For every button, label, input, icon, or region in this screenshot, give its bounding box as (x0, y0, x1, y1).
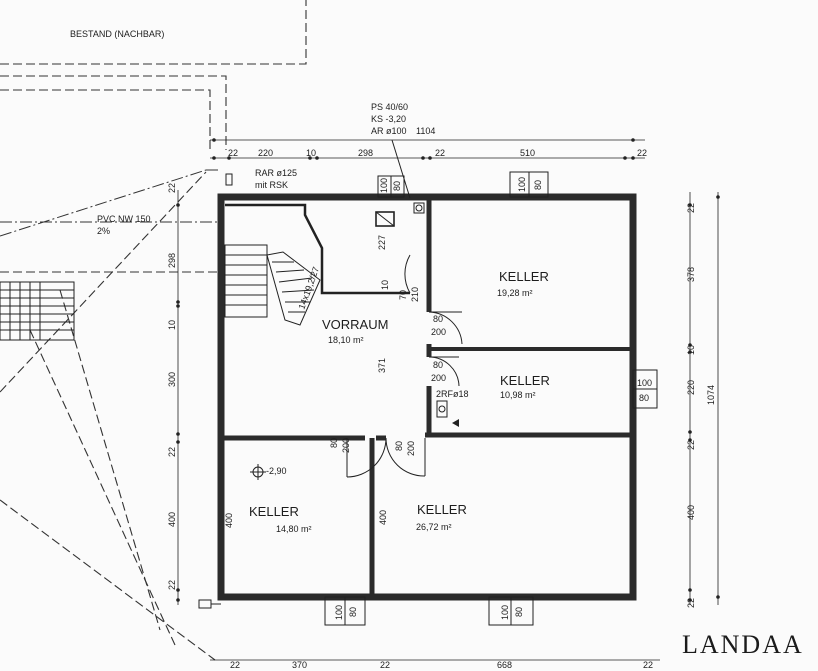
pvc-slope-note: 2% (97, 226, 110, 236)
dim-inner-door3-w: 80 (329, 438, 339, 448)
dim-top-6: 510 (520, 148, 535, 158)
dim-inner-door4-w: 80 (394, 441, 404, 451)
rf-symbol (436, 400, 459, 427)
dim-bottom-1: 22 (230, 660, 240, 670)
dim-bottom-3: 22 (380, 660, 390, 670)
level-note: -2,90 (266, 466, 287, 476)
dim-left-3: 10 (167, 320, 177, 330)
ps-leader (391, 139, 411, 199)
shaft (375, 202, 425, 227)
dim-top-5: 22 (435, 148, 445, 158)
window-5-h: 80 (514, 607, 524, 617)
room-area-keller-2: 10,98 m² (500, 390, 536, 400)
dim-bottom-2: 370 (292, 660, 307, 670)
dim-top-7: 22 (637, 148, 647, 158)
room-area-vorraum: 18,10 m² (328, 335, 364, 345)
window-1-w: 100 (379, 178, 389, 193)
dim-top-3: 10 (306, 148, 316, 158)
neighbor-boundary (0, 0, 307, 661)
room-name-keller-2: KELLER (500, 373, 550, 388)
window-5-w: 100 (500, 605, 510, 620)
window-3-h: 80 (639, 393, 649, 403)
drain-symbol (198, 599, 212, 609)
dim-inner-70: 70 (398, 290, 408, 300)
dim-bottom-4: 668 (497, 660, 512, 670)
dimension-ticks (176, 138, 720, 602)
ps-note: PS 40/60 (371, 102, 408, 112)
dim-inner-door2-h: 200 (431, 373, 446, 383)
room-name-keller-3: KELLER (249, 504, 299, 519)
neighbor-label: BESTAND (NACHBAR) (70, 29, 164, 39)
room-area-keller-4: 26,72 m² (416, 522, 452, 532)
window-2-h: 80 (533, 180, 543, 190)
dim-inner-400-left: 400 (224, 513, 234, 528)
internal-stair (224, 244, 321, 326)
dim-inner-210: 210 (410, 287, 420, 302)
dim-inner-door1-w: 80 (433, 314, 443, 324)
dim-right-4: 220 (686, 380, 696, 395)
dim-bottom-5: 22 (643, 660, 653, 670)
room-name-keller-4: KELLER (417, 502, 467, 517)
doors (346, 254, 463, 478)
dim-left-2: 298 (167, 253, 177, 268)
brand-logo: LANDAA (682, 630, 804, 659)
dim-left-1: 22 (167, 183, 177, 193)
dim-top-1: 22 (228, 148, 238, 158)
dim-inner-371: 371 (377, 358, 387, 373)
stair-note: 14x19,2/27 (296, 265, 321, 310)
dim-right-5: 22 (686, 440, 696, 450)
ar-note: AR ø100 (371, 126, 407, 136)
dim-right-3: 10 (686, 345, 696, 355)
dim-left-4: 300 (167, 372, 177, 387)
dim-inner-door1-h: 200 (431, 327, 446, 337)
window-4-w: 100 (334, 605, 344, 620)
dim-top-2: 220 (258, 148, 273, 158)
outside-stair (0, 281, 75, 341)
dim-left-7: 22 (167, 580, 177, 590)
dim-right-2: 378 (686, 267, 696, 282)
dim-inner-10: 10 (380, 280, 390, 290)
pvc-note: PVC NW 150 (97, 214, 151, 224)
rsk-note: mit RSK (255, 180, 288, 190)
level-marker (250, 464, 266, 480)
rar-note: RAR ø125 (255, 168, 297, 178)
dim-inner-door2-w: 80 (433, 360, 443, 370)
dim-inner-227: 227 (377, 235, 387, 250)
dim-right-7: 22 (686, 598, 696, 608)
dim-top-4: 298 (358, 148, 373, 158)
dim-right-1: 22 (686, 203, 696, 213)
rf-note: 2RFø18 (436, 389, 469, 399)
dimension-lines (177, 139, 719, 661)
dim-right-6: 400 (686, 505, 696, 520)
room-area-keller-1: 19,28 m² (497, 288, 533, 298)
dim-left-6: 400 (167, 512, 177, 527)
room-name-vorraum: VORRAUM (322, 317, 388, 332)
window-4-h: 80 (348, 607, 358, 617)
room-area-keller-3: 14,80 m² (276, 524, 312, 534)
windows (324, 171, 658, 626)
dim-left-5: 22 (167, 447, 177, 457)
dim-right-total: 1074 (706, 385, 716, 405)
window-1-h: 80 (392, 181, 402, 191)
window-2-w: 100 (517, 177, 527, 192)
dim-top-total: 1104 (416, 126, 435, 136)
dim-inner-400-mid: 400 (378, 510, 388, 525)
ks-note: KS -3,20 (371, 114, 406, 124)
rar-symbol (225, 173, 233, 186)
dim-inner-door3-h: 200 (341, 438, 351, 453)
dim-inner-door4-h: 200 (406, 441, 416, 456)
room-name-keller-1: KELLER (499, 269, 549, 284)
window-3-w: 100 (637, 378, 652, 388)
interior-walls (221, 197, 633, 597)
